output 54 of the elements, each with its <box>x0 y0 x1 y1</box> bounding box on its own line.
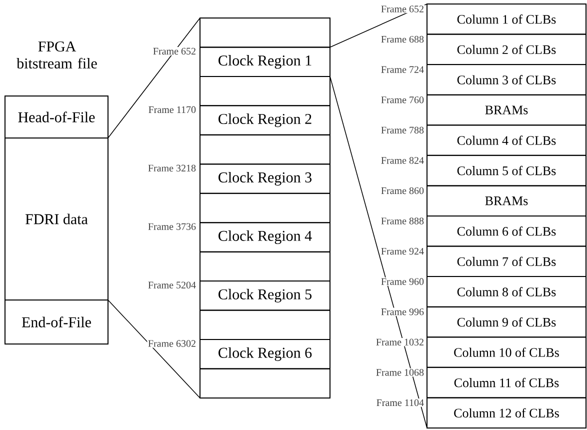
frame-label: Frame 888 <box>380 216 425 226</box>
frame-label: Frame 3218 <box>147 164 197 172</box>
row-box <box>200 192 330 224</box>
column-box: Column 3 of CLBs <box>426 64 586 96</box>
row-box <box>200 310 330 340</box>
frame-label: Frame 860 <box>380 186 425 195</box>
column-box: Column 8 of CLBs <box>426 276 586 308</box>
clock-region-box: Clock Region 5 <box>200 280 330 311</box>
clock-region-box: Clock Region 1 <box>200 46 330 77</box>
frame-label: Frame 6302 <box>147 339 197 348</box>
frame-label: Frame 688 <box>380 35 425 44</box>
frame-label: Frame 996 <box>380 308 425 316</box>
frame-label: Frame 960 <box>380 277 425 286</box>
frame-label: Frame 1170 <box>148 106 197 114</box>
file-section-box: End-of-File <box>4 299 108 344</box>
row-box <box>200 134 330 165</box>
frame-label: Frame 760 <box>380 96 425 104</box>
zoom-line <box>108 300 200 398</box>
frame-label: Frame 652 <box>152 47 197 56</box>
frame-label: Frame 824 <box>380 156 425 165</box>
column-box: Column 11 of CLBs <box>426 366 586 398</box>
clock-region-box: Clock Region 2 <box>200 105 330 136</box>
column-box: BRAMs <box>426 185 586 216</box>
frame-label: Frame 3736 <box>147 222 197 231</box>
frame-label: Frame 652 <box>380 4 425 14</box>
zoom-line <box>330 76 428 428</box>
column-box: Column 9 of CLBs <box>426 306 586 338</box>
frame-label: Frame 1104 <box>376 398 425 407</box>
clock-region-box: Clock Region 6 <box>200 339 330 370</box>
column-box: Column 6 of CLBs <box>426 215 586 247</box>
column-box: Column 4 of CLBs <box>426 124 586 156</box>
zoom-line <box>108 18 200 138</box>
column-box: Column 1 of CLBs <box>426 3 586 35</box>
frame-label: Frame 724 <box>380 65 425 74</box>
column-box: Column 10 of CLBs <box>426 336 586 368</box>
clock-region-box: Clock Region 4 <box>200 222 330 252</box>
frame-label: Frame 1032 <box>375 338 425 346</box>
row-box <box>200 18 330 48</box>
clock-region-box: Clock Region 3 <box>200 164 330 194</box>
frame-label: Frame 788 <box>380 126 425 134</box>
row-box <box>200 76 330 106</box>
column-box: Column 7 of CLBs <box>426 246 586 278</box>
frame-label: Frame 5204 <box>147 280 197 290</box>
column-box: Column 5 of CLBs <box>426 154 586 186</box>
diagram-title: FPGA bitstream file <box>16 41 97 69</box>
file-section-box: FDRI data <box>4 138 108 300</box>
file-section-box: Head-of-File <box>4 96 108 138</box>
column-box: Column 2 of CLBs <box>426 34 586 66</box>
frame-label: Frame 924 <box>380 247 425 256</box>
row-box <box>200 251 330 282</box>
column-box: Column 12 of CLBs <box>426 397 586 428</box>
frame-label: Frame 1068 <box>375 368 425 377</box>
row-box <box>200 368 330 398</box>
column-box: BRAMs <box>426 94 586 126</box>
